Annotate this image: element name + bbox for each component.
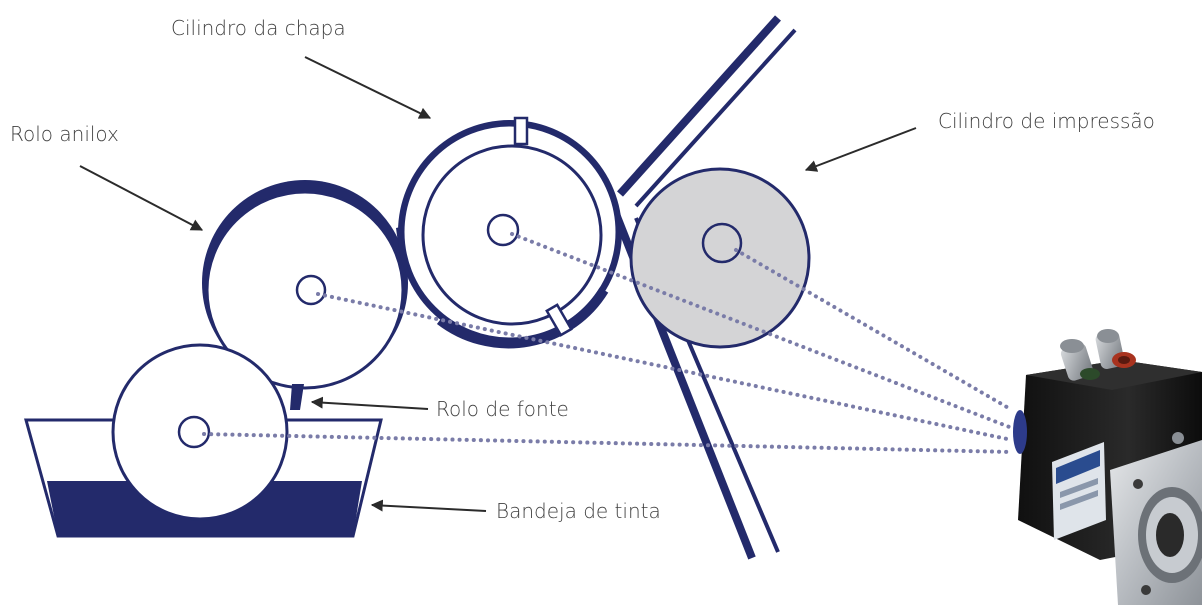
plate-axle [486,213,520,247]
connector-right [1095,329,1136,369]
fountain-axle [177,415,211,449]
label-ink-tray: Bandeja de tinta [370,499,661,523]
fountain-roll-label: Rolo de fonte [436,397,569,421]
fountain-roll-arrow [310,396,429,410]
anilox-axle [295,274,327,306]
fountain-roll [111,343,289,521]
ink-tray-label: Bandeja de tinta [496,499,661,523]
impression-cylinder [629,167,811,349]
anilox-roll [202,180,408,410]
anilox-roll-arrow [79,165,204,231]
servo-motor-icon [1013,329,1202,605]
label-anilox-roll: Rolo anilox [10,122,204,231]
label-plate-cylinder: Cilindro da chapa [171,16,432,119]
label-impression-cylinder: Cilindro de impressão [804,109,1155,172]
impression-cylinder-label: Cilindro de impressão [938,109,1155,133]
anilox-roll-label: Rolo anilox [10,122,119,146]
plate-cylinder-arrow [304,56,432,119]
plate-cylinder-label: Cilindro da chapa [171,16,346,40]
impression-cylinder-arrow [804,127,917,172]
connector-left [1060,339,1100,381]
ink-tray-arrow [370,499,487,512]
impression-axle [701,222,743,264]
label-fountain-roll: Rolo de fonte [310,396,569,421]
drive-lines [202,232,1014,454]
plate-cylinder [398,116,622,349]
